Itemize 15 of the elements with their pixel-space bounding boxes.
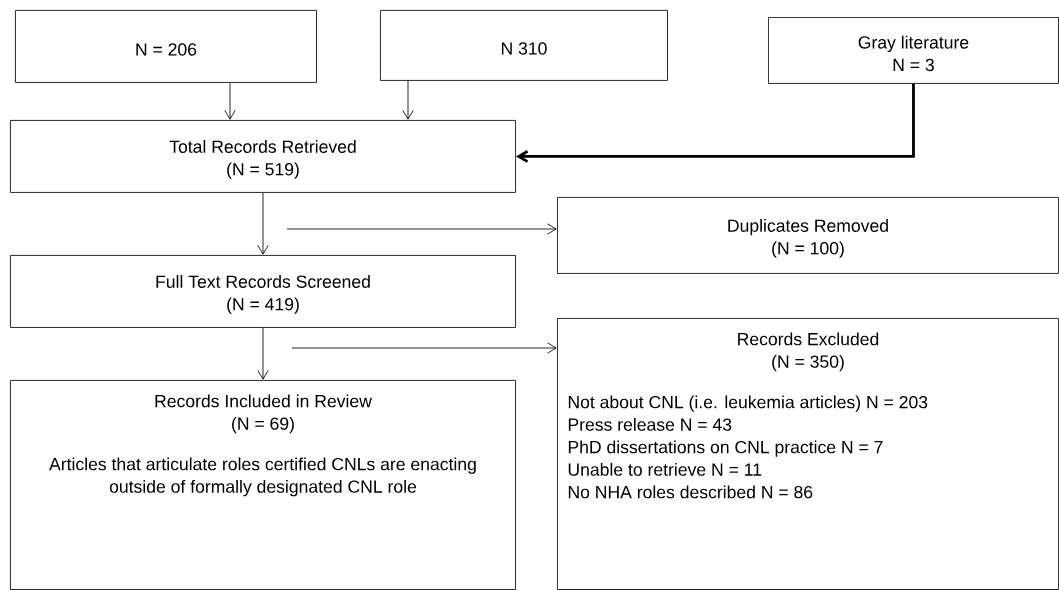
arrow — [402, 80, 414, 120]
source-box: N = 206 — [15, 10, 317, 83]
result-box: Records Included in Review (N = 69) Articles that articulate roles certified CNLs are enacting outside of formally designated CNL role — [10, 380, 516, 590]
arrow — [224, 82, 236, 120]
source-box: Gray literature N = 3 — [768, 17, 1059, 84]
arrow — [257, 327, 269, 380]
source-box: N 310 — [380, 10, 668, 81]
process-box: Full Text Records Screened (N = 419) — [10, 255, 516, 328]
process-box: Total Records Retrieved (N = 519) — [10, 120, 516, 193]
arrow — [291, 342, 557, 354]
exclusion-box: Records Excluded (N = 350) Not about CNL (i.e. leukemia articles) N = 203 Press release N = 43 PhD dissertations on CNL practice N = 7 Unable to retrieve N = 11 No NHA roles described N = 86 — [557, 318, 1059, 590]
arrow — [515, 83, 915, 163]
arrow — [257, 192, 269, 255]
arrow — [286, 223, 557, 235]
exclusion-box: Duplicates Removed (N = 100) — [557, 197, 1059, 274]
